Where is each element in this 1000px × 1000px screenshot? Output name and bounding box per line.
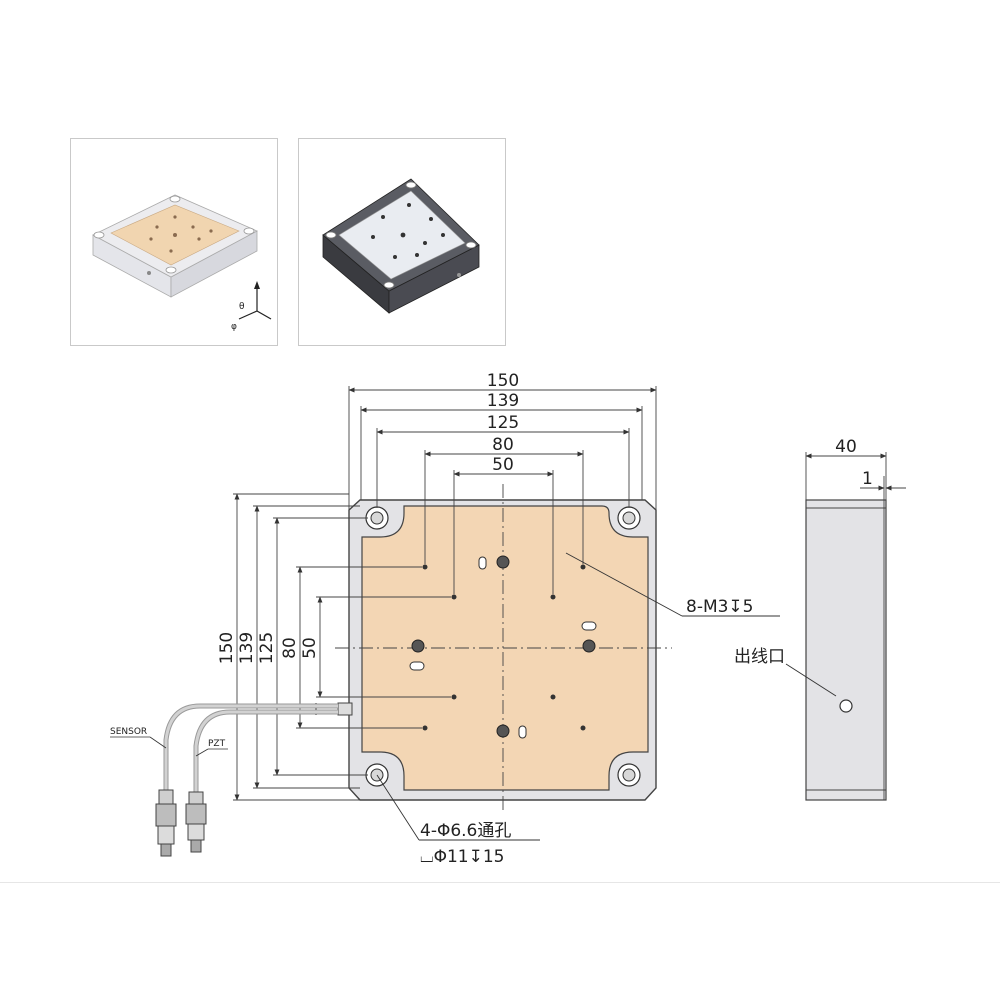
dim-side-40: 40 <box>835 437 857 457</box>
label-cable-outlet: 出线口 <box>734 647 785 667</box>
connector-sensor <box>155 789 177 857</box>
cable-label-pzt: PZT <box>208 739 226 749</box>
mount-hole-top-right <box>617 506 641 530</box>
side-view <box>805 499 887 801</box>
dim-top-50: 50 <box>492 455 514 475</box>
dim-left-150: 150 <box>217 632 237 664</box>
dim-left-80: 80 <box>280 637 300 659</box>
cable-label-sensor: SENSOR <box>110 727 147 737</box>
connector-pzt <box>185 791 207 853</box>
callout-mount-leader <box>376 774 540 841</box>
callout-mount-holes-line1: 4-Φ6.6通孔 <box>420 821 511 841</box>
dim-top-139: 139 <box>487 391 519 411</box>
dim-left-50: 50 <box>300 637 320 659</box>
top-dimensions <box>348 386 657 594</box>
m3-holes <box>422 564 586 731</box>
dim-left-139: 139 <box>237 632 257 664</box>
center-holes <box>411 555 596 738</box>
iso-view-tan-stage: φ θ <box>92 194 272 332</box>
mount-hole-bottom-right <box>617 763 641 787</box>
dim-top-80: 80 <box>492 435 514 455</box>
axis-label-theta: θ <box>239 302 245 312</box>
top-view <box>335 484 672 812</box>
axis-label-phi: φ <box>231 322 237 332</box>
callout-m3-holes: 8-M3↧5 <box>686 597 754 617</box>
dim-side-1: 1 <box>862 469 873 489</box>
bottom-divider <box>0 882 1000 883</box>
dim-top-125: 125 <box>487 413 519 433</box>
side-dimensions <box>785 452 906 697</box>
callout-mount-holes-line2: ⌴Φ11↧15 <box>420 847 505 867</box>
dim-top-150: 150 <box>487 371 519 391</box>
iso-view-panel-left: φ θ <box>70 138 278 346</box>
iso-view-panel-right <box>298 138 506 346</box>
callout-m3-leader <box>565 552 780 617</box>
cable-outlet <box>839 699 853 713</box>
dim-left-125: 125 <box>257 632 277 664</box>
mount-hole-top-left <box>365 506 389 530</box>
cables <box>163 702 353 792</box>
slot-holes <box>409 556 597 739</box>
iso-view-dark-stage <box>322 178 480 314</box>
left-dimensions <box>233 493 451 801</box>
